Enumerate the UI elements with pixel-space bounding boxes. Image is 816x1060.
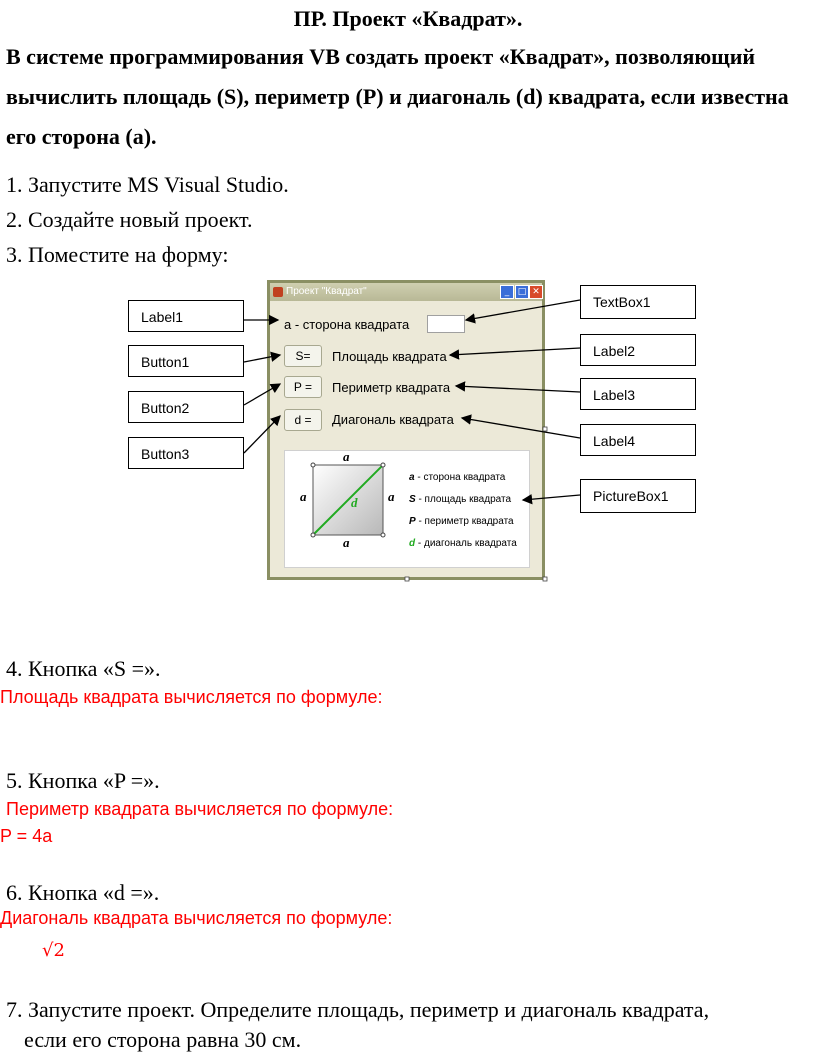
callout-button2: Button2 <box>128 391 244 423</box>
legend-item-d: d - диагональ квадрата <box>409 538 517 549</box>
button3[interactable]: d = <box>284 409 322 431</box>
arrow-label3 <box>454 381 581 393</box>
side-label-right: a <box>388 489 395 504</box>
callout-label1: Label1 <box>128 300 244 332</box>
step-6: 6. Кнопка «d =». <box>6 880 160 905</box>
callout-button1: Button1 <box>128 345 244 377</box>
callout-label4: Label4 <box>580 424 696 456</box>
step-5: 5. Кнопка «P =». <box>6 768 160 793</box>
window-title: Проект "Квадрат" <box>286 286 367 297</box>
button2[interactable]: P = <box>284 376 322 398</box>
arrow-button3 <box>243 415 281 454</box>
step-1: 1. Запустите MS Visual Studio. <box>6 172 289 197</box>
callout-button3: Button3 <box>128 437 244 469</box>
arrow-button1 <box>243 351 282 363</box>
step-5-note: Периметр квадрата вычисляется по формуле… <box>6 799 394 819</box>
step-4-note: Площадь квадрата вычисляется по формуле: <box>0 687 383 707</box>
page-title: ПР. Проект «Квадрат». <box>293 6 523 31</box>
textbox1[interactable] <box>427 315 465 333</box>
button1[interactable]: S= <box>284 345 322 367</box>
close-icon[interactable]: ✕ <box>529 285 543 299</box>
callout-picturebox1: PictureBox1 <box>580 479 696 513</box>
square-diagram <box>310 462 386 538</box>
arrow-textbox1 <box>464 299 581 324</box>
app-icon <box>273 287 283 297</box>
arrow-label2 <box>448 347 581 360</box>
diag-label: d <box>351 495 358 510</box>
callout-textbox1: TextBox1 <box>580 285 696 319</box>
arrow-picturebox1 <box>521 494 581 505</box>
arrow-button2 <box>243 383 282 406</box>
side-label-bottom: a <box>343 535 350 550</box>
window-titlebar: Проект "Квадрат" _ □ ✕ <box>270 283 543 301</box>
label3: Периметр квадрата <box>332 380 451 395</box>
step-3: 3. Поместите на форму: <box>6 242 229 267</box>
side-label-top: a <box>343 449 350 464</box>
task-statement: В системе программирования VB создать пр… <box>6 44 789 149</box>
legend-item-a: a - сторона квадрата <box>409 472 506 483</box>
step-6-note: Диагональ квадрата вычисляется по формул… <box>0 908 393 928</box>
picturebox1: a a a a d a - сторона квадрата S - площа… <box>284 449 530 568</box>
diagonal-line <box>312 464 384 536</box>
arrow-label4 <box>460 414 581 439</box>
label1: а - сторона квадрата <box>284 317 410 332</box>
step-7-cont: если его сторона равна 30 см. <box>24 1027 302 1052</box>
label2: Площадь квадрата <box>332 349 447 364</box>
legend-item-s: S - площадь квадрата <box>409 494 511 505</box>
label4: Диагональ квадрата <box>332 412 454 427</box>
step-5-formula: P = 4a <box>0 826 53 846</box>
callout-label2: Label2 <box>580 334 696 366</box>
maximize-icon[interactable]: □ <box>515 285 529 299</box>
side-label-left: a <box>300 489 307 504</box>
step-7: 7. Запустите проект. Определите площадь,… <box>6 997 710 1022</box>
step-2: 2. Создайте новый проект. <box>6 207 253 232</box>
step-4: 4. Кнопка «S =». <box>6 656 161 681</box>
callout-label3: Label3 <box>580 378 696 410</box>
legend-item-p: P - периметр квадрата <box>409 516 514 527</box>
minimize-icon[interactable]: _ <box>500 285 514 299</box>
step-6-formula: √2 <box>42 940 65 961</box>
